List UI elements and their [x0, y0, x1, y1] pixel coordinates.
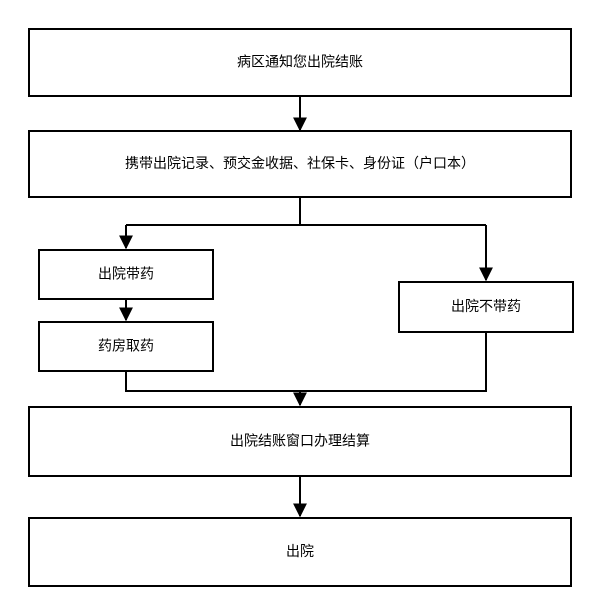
node-pharmacy: 药房取药 — [38, 321, 214, 372]
node-documents-label: 携带出院记录、预交金收据、社保卡、身份证（户口本） — [125, 155, 475, 172]
branch-split-line — [126, 197, 486, 226]
node-with-medicine-label: 出院带药 — [98, 267, 154, 283]
branch-merge-line — [125, 332, 487, 392]
node-settlement-label: 出院结账窗口办理结算 — [230, 433, 370, 450]
node-settlement: 出院结账窗口办理结算 — [28, 406, 572, 477]
node-with-medicine: 出院带药 — [38, 249, 214, 300]
node-documents: 携带出院记录、预交金收据、社保卡、身份证（户口本） — [28, 130, 572, 198]
node-discharge: 出院 — [28, 517, 572, 587]
node-without-medicine-label: 出院不带药 — [451, 299, 521, 315]
node-notice: 病区通知您出院结账 — [28, 28, 572, 97]
node-without-medicine: 出院不带药 — [398, 281, 574, 333]
node-pharmacy-label: 药房取药 — [98, 339, 154, 355]
node-notice-label: 病区通知您出院结账 — [237, 54, 363, 71]
node-discharge-label: 出院 — [286, 544, 314, 560]
